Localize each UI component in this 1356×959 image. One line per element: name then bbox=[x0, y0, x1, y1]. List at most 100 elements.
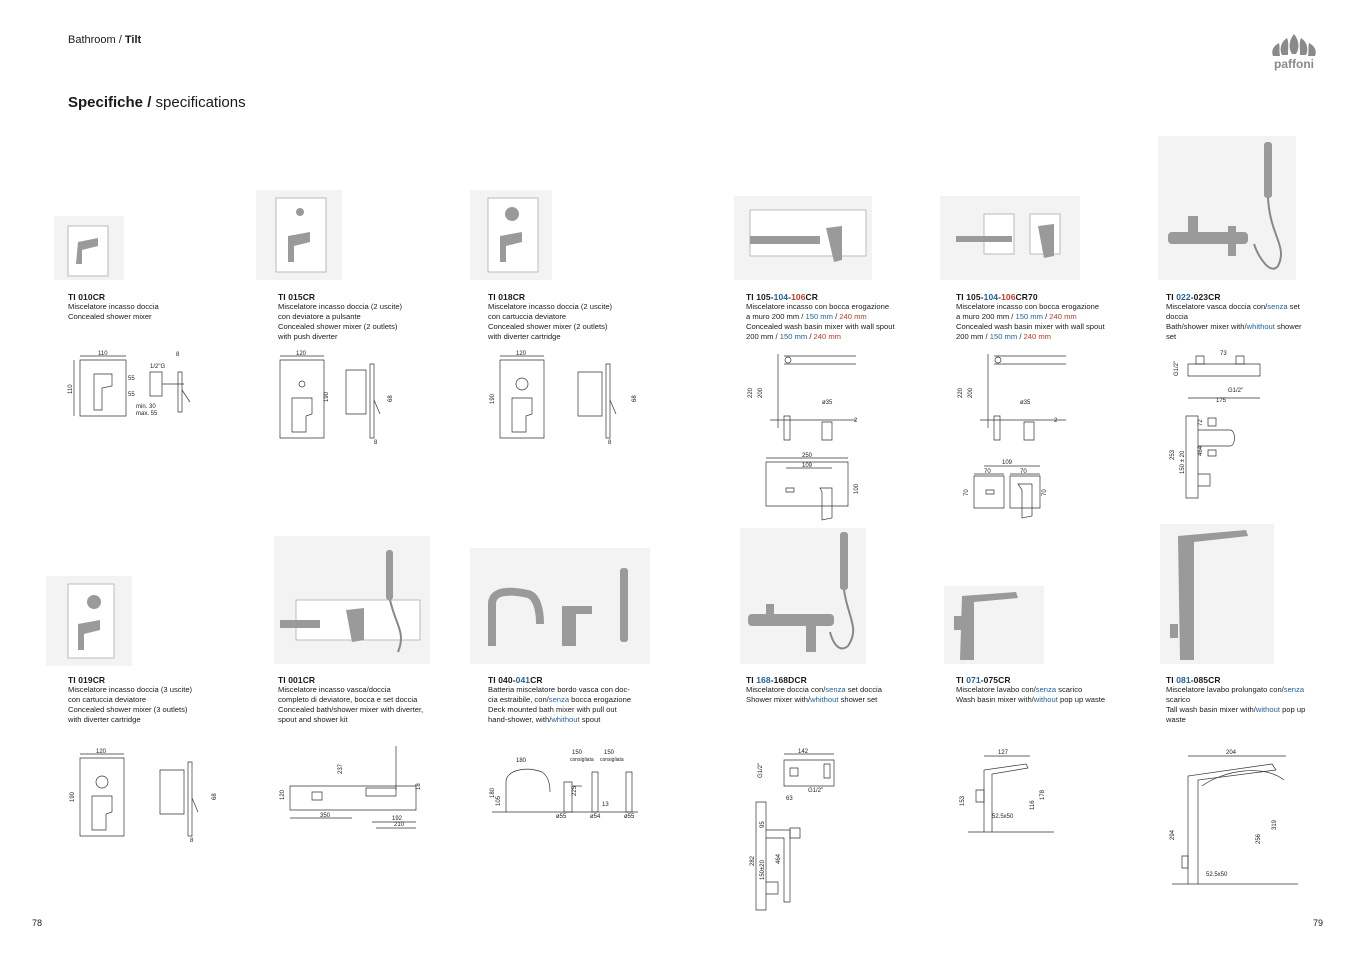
dim-282: 282 bbox=[750, 855, 756, 866]
product-desc-line: a muro 200 mm / 150 mm / 240 mm bbox=[956, 312, 1077, 321]
dim-150b: 150 bbox=[604, 750, 615, 756]
product-desc-line: Miscelatore lavabo prolungato con/senza bbox=[1166, 685, 1305, 694]
product-photo-ti168 bbox=[740, 528, 866, 664]
dim-height: 190 bbox=[490, 393, 496, 404]
page-number-right: 79 bbox=[1313, 918, 1324, 928]
product-photo-ti105-70 bbox=[940, 196, 1080, 280]
title-main: Specifiche bbox=[68, 94, 144, 111]
product-desc-line: Concealed shower mixer (2 outlets) bbox=[278, 322, 398, 331]
drawing-ti071: 127 153 116 178 52.5x50 bbox=[960, 750, 1064, 836]
dim-dia: ø35 bbox=[822, 400, 833, 406]
dim-109: 109 bbox=[802, 463, 813, 469]
product-desc-en: Concealed shower mixer bbox=[68, 312, 152, 321]
product-desc-line: Tall wash basin mixer with/without pop u… bbox=[1166, 705, 1306, 714]
product-desc-line: Miscelatore doccia con/senza set doccia bbox=[746, 685, 882, 694]
wall-basin-mixer-icon bbox=[749, 209, 867, 262]
product-photo-ti040 bbox=[470, 548, 650, 664]
dim-180b: 180 bbox=[490, 787, 496, 798]
drawing-ti018: 120 190 68 8 bbox=[490, 351, 638, 446]
dim-height: 190 bbox=[70, 791, 76, 802]
dim-depth: 68 bbox=[388, 395, 394, 402]
product-ti022: TI 022-023CR Miscelatore vasca doccia co… bbox=[1166, 292, 1336, 342]
product-desc-it: Miscelatore incasso doccia bbox=[68, 302, 159, 311]
dim-150-20: 150 ± 20 bbox=[1180, 450, 1186, 474]
breadcrumb: Bathroom / Tilt bbox=[68, 34, 142, 46]
product-code: TI 019CR bbox=[68, 675, 106, 685]
drawing-ti022: G1/2" 73 G1/2" 175 253 150 ± 20 464 72 bbox=[1170, 351, 1276, 506]
dim-dia: ø35 bbox=[1020, 400, 1031, 406]
dim-dia54: ø54 bbox=[590, 814, 601, 820]
dim-width: 110 bbox=[98, 351, 108, 357]
dim-width: 120 bbox=[96, 749, 107, 755]
dim-depth: 68 bbox=[212, 793, 218, 800]
dim-70c: 70 bbox=[964, 489, 970, 496]
dim-256: 256 bbox=[1256, 833, 1262, 844]
product-desc-line: a muro 200 mm / 150 mm / 240 mm bbox=[746, 312, 867, 321]
dim-100: 100 bbox=[854, 483, 860, 494]
product-ti168: TI 168-168DCR Miscelatore doccia con/sen… bbox=[746, 675, 926, 705]
dim-max: max. 55 bbox=[136, 411, 158, 417]
product-code: TI 040-041CR bbox=[488, 675, 543, 685]
dim-180a: 180 bbox=[516, 758, 527, 764]
dim-142: 142 bbox=[798, 749, 809, 755]
product-photo-ti081 bbox=[1160, 524, 1274, 664]
product-photo-ti018 bbox=[470, 190, 552, 280]
product-code: TI 015CR bbox=[278, 292, 316, 302]
dim-250: 250 bbox=[802, 453, 813, 459]
dim-192: 192 bbox=[392, 816, 403, 822]
product-desc-line: Concealed shower mixer (2 outlets) bbox=[488, 322, 608, 331]
dim-height: 190 bbox=[324, 391, 330, 402]
product-desc-line: Concealed wash basin mixer with wall spo… bbox=[956, 322, 1105, 331]
product-photo-ti022 bbox=[1158, 136, 1296, 280]
drawing-ti015: 120 190 68 8 bbox=[276, 351, 394, 446]
product-code: TI 168-168DCR bbox=[746, 675, 807, 685]
paffoni-logo: paffoni bbox=[1262, 30, 1326, 72]
product-code: TI 105-104-106CR70 bbox=[956, 292, 1038, 302]
drawing-ti105: 220 200 ø35 2 250 109 100 bbox=[748, 350, 860, 526]
deck-bath-mixer-icon bbox=[488, 568, 628, 646]
dim-18: 18 bbox=[416, 783, 422, 790]
product-desc-line: 200 mm / 150 mm / 240 mm bbox=[746, 332, 841, 341]
dim-8: 8 bbox=[374, 440, 378, 446]
product-ti010: TI 010CR Miscelatore incasso doccia Conc… bbox=[68, 292, 268, 322]
product-desc-line: waste bbox=[1166, 715, 1186, 724]
dim-13: 13 bbox=[602, 802, 609, 808]
dim-thread: 1/2"G bbox=[150, 364, 165, 370]
dim-464: 464 bbox=[776, 853, 782, 864]
product-desc-line: scarico bbox=[1166, 695, 1191, 704]
dim-depth: 68 bbox=[632, 395, 638, 402]
bath-shower-concealed-icon bbox=[280, 550, 421, 653]
product-code: TI 081-085CR bbox=[1166, 675, 1221, 685]
title-sub: specifications bbox=[155, 94, 246, 111]
dim-width: 120 bbox=[516, 351, 527, 357]
bath-shower-mixer-icon bbox=[1168, 142, 1282, 270]
dim-height: 110 bbox=[68, 384, 74, 394]
product-desc-line: Concealed bath/shower mixer with diverte… bbox=[278, 705, 424, 714]
dim-2: 2 bbox=[854, 418, 858, 424]
dim-220: 220 bbox=[958, 387, 964, 398]
drawing-ti010: 110 110 55 55 1/2"G 8 min. 30 max. 55 bbox=[68, 351, 206, 417]
paffoni-logo-icon: paffoni bbox=[1272, 34, 1316, 71]
product-desc-line: Miscelatore incasso doccia (3 uscite) bbox=[68, 685, 193, 694]
product-code: TI 018CR bbox=[488, 292, 526, 302]
product-code: TI 105-104-106CR bbox=[746, 292, 819, 302]
product-desc-line: Concealed shower mixer (3 outlets) bbox=[68, 705, 188, 714]
dim-dia55a: ø55 bbox=[556, 814, 567, 820]
dim-73: 73 bbox=[1220, 351, 1227, 357]
product-desc-line: con deviatore a pulsante bbox=[278, 312, 361, 321]
dim-350: 350 bbox=[320, 813, 331, 819]
dim-8: 8 bbox=[608, 440, 612, 446]
product-desc-line: hand-shower, with/whithout spout bbox=[488, 715, 601, 724]
product-desc-line: cia estraibile, con/senza bocca erogazio… bbox=[488, 695, 632, 704]
dim-g12a: G1/2" bbox=[758, 763, 764, 778]
product-photo-ti071 bbox=[944, 586, 1044, 664]
product-desc-line: Miscelatore lavabo con/senza scarico bbox=[956, 685, 1083, 694]
dim-consigliata-b: consigliata bbox=[600, 757, 624, 763]
dim-2: 2 bbox=[1054, 418, 1058, 424]
dim-consigliata-a: consigliata bbox=[570, 757, 594, 763]
product-desc-line: spout and shower kit bbox=[278, 715, 348, 724]
shower-mixer-push-icon bbox=[275, 197, 327, 273]
dim-178: 178 bbox=[1040, 789, 1046, 800]
dim-120: 120 bbox=[280, 789, 286, 800]
product-code: TI 071-075CR bbox=[956, 675, 1011, 685]
